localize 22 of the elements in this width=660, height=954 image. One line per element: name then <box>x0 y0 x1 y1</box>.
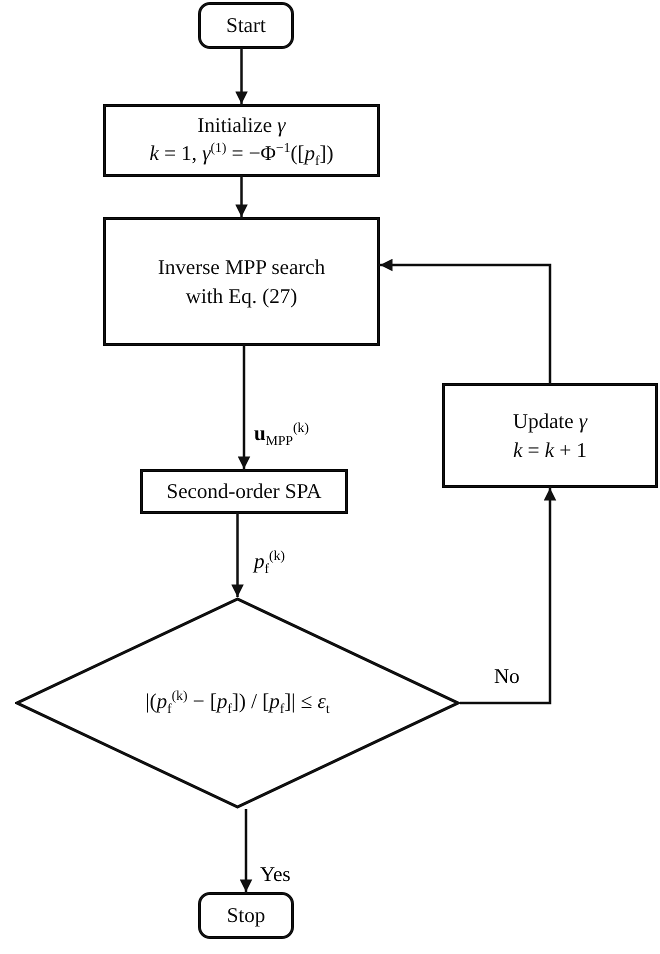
arrow <box>235 49 248 104</box>
process-box <box>103 104 380 177</box>
process-box <box>140 469 348 514</box>
arrow <box>460 488 556 704</box>
arrow <box>380 258 552 383</box>
node-title: Inverse MPP search with Eq. (27) <box>156 254 326 310</box>
formula-text: k = 1, γ$^{(1)}$ = −Φ$^{−1}$([p$_{f}$]) <box>150 138 334 170</box>
node-title: Start <box>226 12 266 40</box>
arrow <box>240 809 252 892</box>
formula-text: k = k + 1 <box>513 436 587 464</box>
arrow <box>235 177 248 217</box>
arrow <box>238 346 250 469</box>
terminal-box <box>198 892 294 939</box>
node-title: Second-order SPA <box>166 478 322 506</box>
process-box <box>442 383 658 488</box>
node-title: Update γ <box>512 408 588 436</box>
node-title: |(p$_{f}$$^{(k)}$ − [p$_{f}$]) / [p$_{f}$]| ≤ ε$_{t}$ <box>145 687 330 718</box>
node-title: Stop <box>226 902 266 930</box>
node-title: Initialize γ <box>197 112 286 139</box>
arrow <box>231 514 244 597</box>
terminal-box <box>198 2 294 49</box>
process-box <box>103 217 380 346</box>
